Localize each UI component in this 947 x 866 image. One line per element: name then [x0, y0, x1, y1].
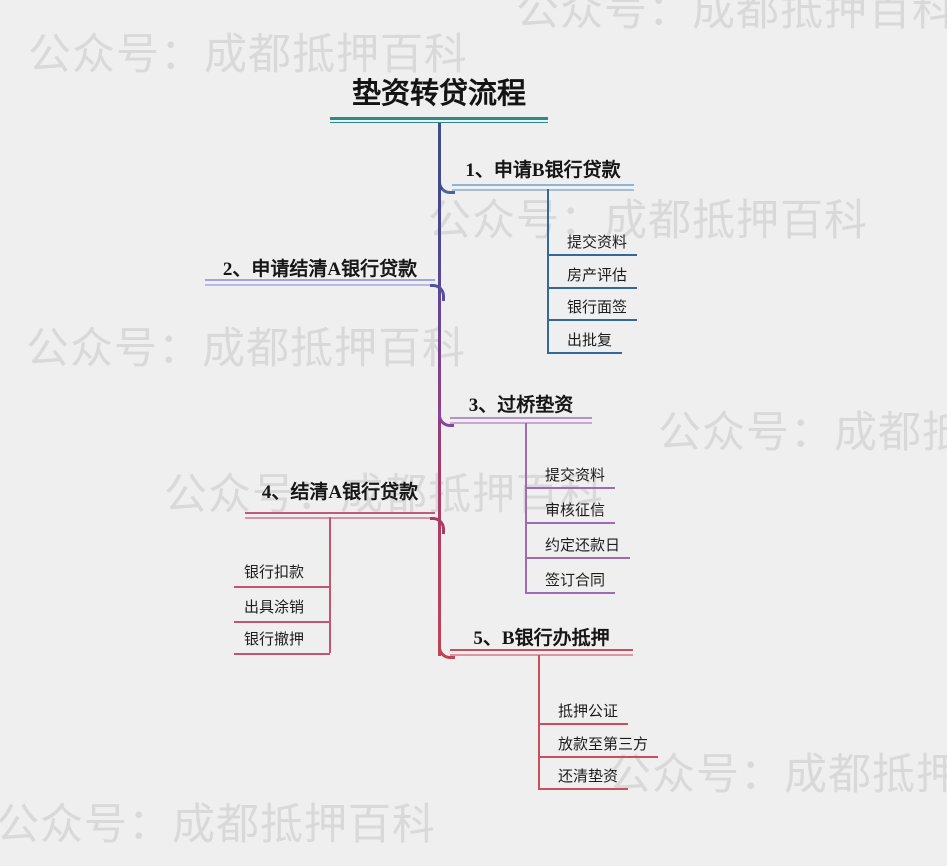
child-topic: 出具涂销 — [233, 598, 330, 623]
mindmap-title: 垫资转贷流程 — [351, 78, 526, 110]
branch-1-children-stem — [547, 189, 549, 353]
child-topic: 签订合同 — [525, 572, 616, 594]
branch-1-elbow-connector — [438, 177, 455, 194]
branch-5-elbow-connector — [438, 642, 455, 659]
branch-3-label: 3、过桥垫资 — [468, 395, 574, 416]
branch-1-label: 1、申请B银行贷款 — [465, 160, 621, 181]
branch-2-label: 2、申请结清A银行贷款 — [222, 259, 418, 280]
child-topic: 提交资料 — [525, 467, 616, 489]
child-topic: 银行面签 — [547, 299, 638, 321]
child-topic: 还清垫资 — [538, 768, 629, 790]
branch-2-elbow-connector — [430, 284, 445, 301]
branch-3-elbow-connector — [438, 410, 454, 427]
branch-1-underline — [452, 184, 634, 191]
child-topic: 约定还款日 — [525, 537, 631, 559]
child-topic: 抵押公证 — [538, 703, 629, 725]
watermark: 公众号：成都抵押百科 — [0, 802, 436, 849]
child-topic: 银行撤押 — [233, 630, 330, 655]
branch-3-underline — [450, 417, 592, 424]
child-topic: 银行扣款 — [233, 563, 330, 588]
child-topic: 提交资料 — [547, 234, 638, 256]
branch-4-children-stem — [329, 517, 331, 653]
watermark: 公众号：成都抵押百科 — [164, 472, 604, 519]
title-underline — [330, 117, 548, 123]
branch-4-underline — [245, 512, 435, 519]
watermark: 公众号：成都抵押百科 — [516, 0, 947, 35]
watermark: 公众号：成都抵押百科 — [428, 198, 868, 245]
branch-5-underline — [450, 649, 633, 656]
child-topic: 审核征信 — [525, 502, 616, 524]
child-topic: 房产评估 — [547, 267, 638, 289]
child-topic: 放款至第三方 — [538, 736, 659, 758]
branch-3-children-stem — [525, 423, 527, 592]
branch-5-label: 5、B银行办抵押 — [473, 628, 610, 649]
watermark: 公众号：成都抵押百科 — [658, 410, 947, 457]
watermark: 公众号：成都抵押百科 — [26, 326, 466, 373]
watermark: 公众号：成都抵押百科 — [608, 752, 947, 799]
trunk-line — [438, 123, 441, 656]
branch-5-children-stem — [538, 655, 540, 789]
branch-2-underline — [205, 279, 435, 286]
branch-4-elbow-connector — [430, 517, 445, 534]
branch-4-label: 4、结清A银行贷款 — [261, 482, 419, 503]
child-topic: 出批复 — [547, 332, 623, 354]
watermark: 公众号：成都抵押百科 — [28, 32, 468, 79]
